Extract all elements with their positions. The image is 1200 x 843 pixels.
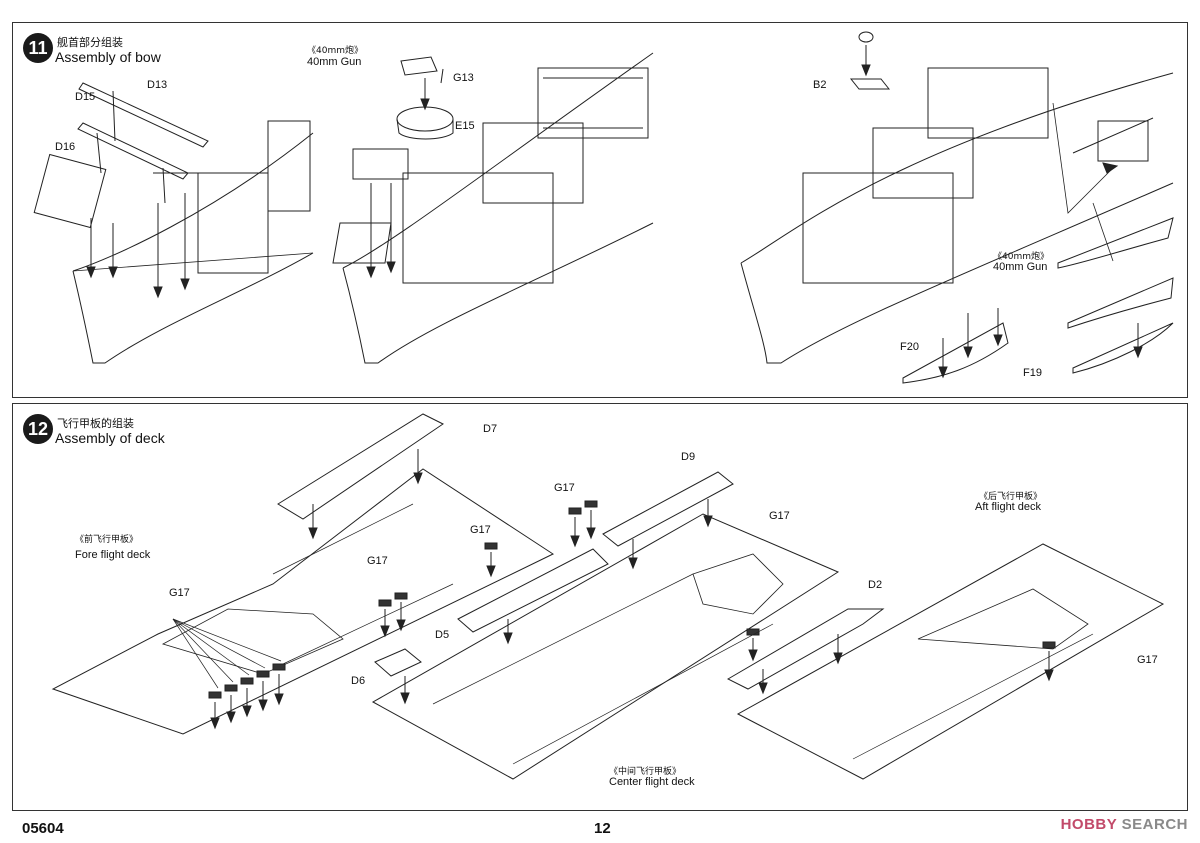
aft-deck-en: Aft flight deck [975, 501, 1042, 513]
label-d13: D13 [147, 79, 168, 91]
label-gun2-cn: 《40mm炮》 [993, 252, 1049, 262]
label-b2: B2 [813, 79, 827, 91]
label-d5: D5 [435, 629, 450, 641]
watermark-brand: HOBBY [1060, 816, 1117, 833]
step-12-title-en: Assembly of deck [55, 430, 165, 446]
label-gun2-en: 40mm Gun [993, 261, 1048, 273]
label-g17-pair: G17 [554, 482, 575, 494]
bow-assembly-drawing [33, 31, 1174, 384]
label-g17-single: G17 [470, 524, 491, 536]
fore-deck-en: Fore flight deck [75, 549, 151, 561]
watermark: HOBBY SEARCH [1061, 816, 1188, 833]
label-d6: D6 [351, 675, 366, 687]
step-number-11: 11 [23, 33, 53, 63]
center-deck-cn: 《中间飞行甲板》 [609, 767, 682, 777]
label-g17-mid: G17 [367, 555, 388, 567]
label-g17-fore: G17 [169, 587, 190, 599]
step-11-title-en: Assembly of bow [55, 49, 161, 65]
label-d15: D15 [75, 91, 96, 103]
label-d7: D7 [483, 423, 498, 435]
product-code: 05604 [22, 820, 64, 837]
page-number: 12 [594, 820, 611, 837]
label-g17-aft: G17 [1137, 654, 1158, 666]
fore-deck-cn: 《前飞行甲板》 [75, 535, 139, 545]
label-f19: F19 [1023, 367, 1042, 379]
label-gun-en: 40mm Gun [307, 56, 362, 68]
label-d2: D2 [868, 579, 883, 591]
step-12-title-cn: 飞行甲板的组装 [57, 417, 134, 430]
step-11-panel: 11 舰首部分组装 Assembly of bow D13 D15 D16 《4… [12, 22, 1188, 398]
label-f20: F20 [900, 341, 919, 353]
label-e15: E15 [455, 120, 475, 132]
center-deck-en: Center flight deck [609, 776, 695, 788]
label-d16: D16 [55, 141, 76, 153]
step-11-title-cn: 舰首部分组装 [57, 36, 123, 49]
deck-assembly-drawing [51, 413, 1165, 780]
label-d9: D9 [681, 451, 696, 463]
label-g13: G13 [453, 72, 474, 84]
aft-deck-cn: 《后飞行甲板》 [979, 492, 1043, 502]
label-gun-cn: 《40mm炮》 [307, 46, 363, 56]
step-number-12: 12 [23, 414, 53, 444]
watermark-text: SEARCH [1121, 816, 1188, 833]
step-12-panel: 12 飞行甲板的组装 Assembly of deck D7 D9 D5 D6 … [12, 403, 1188, 811]
label-g17-center: G17 [769, 510, 790, 522]
